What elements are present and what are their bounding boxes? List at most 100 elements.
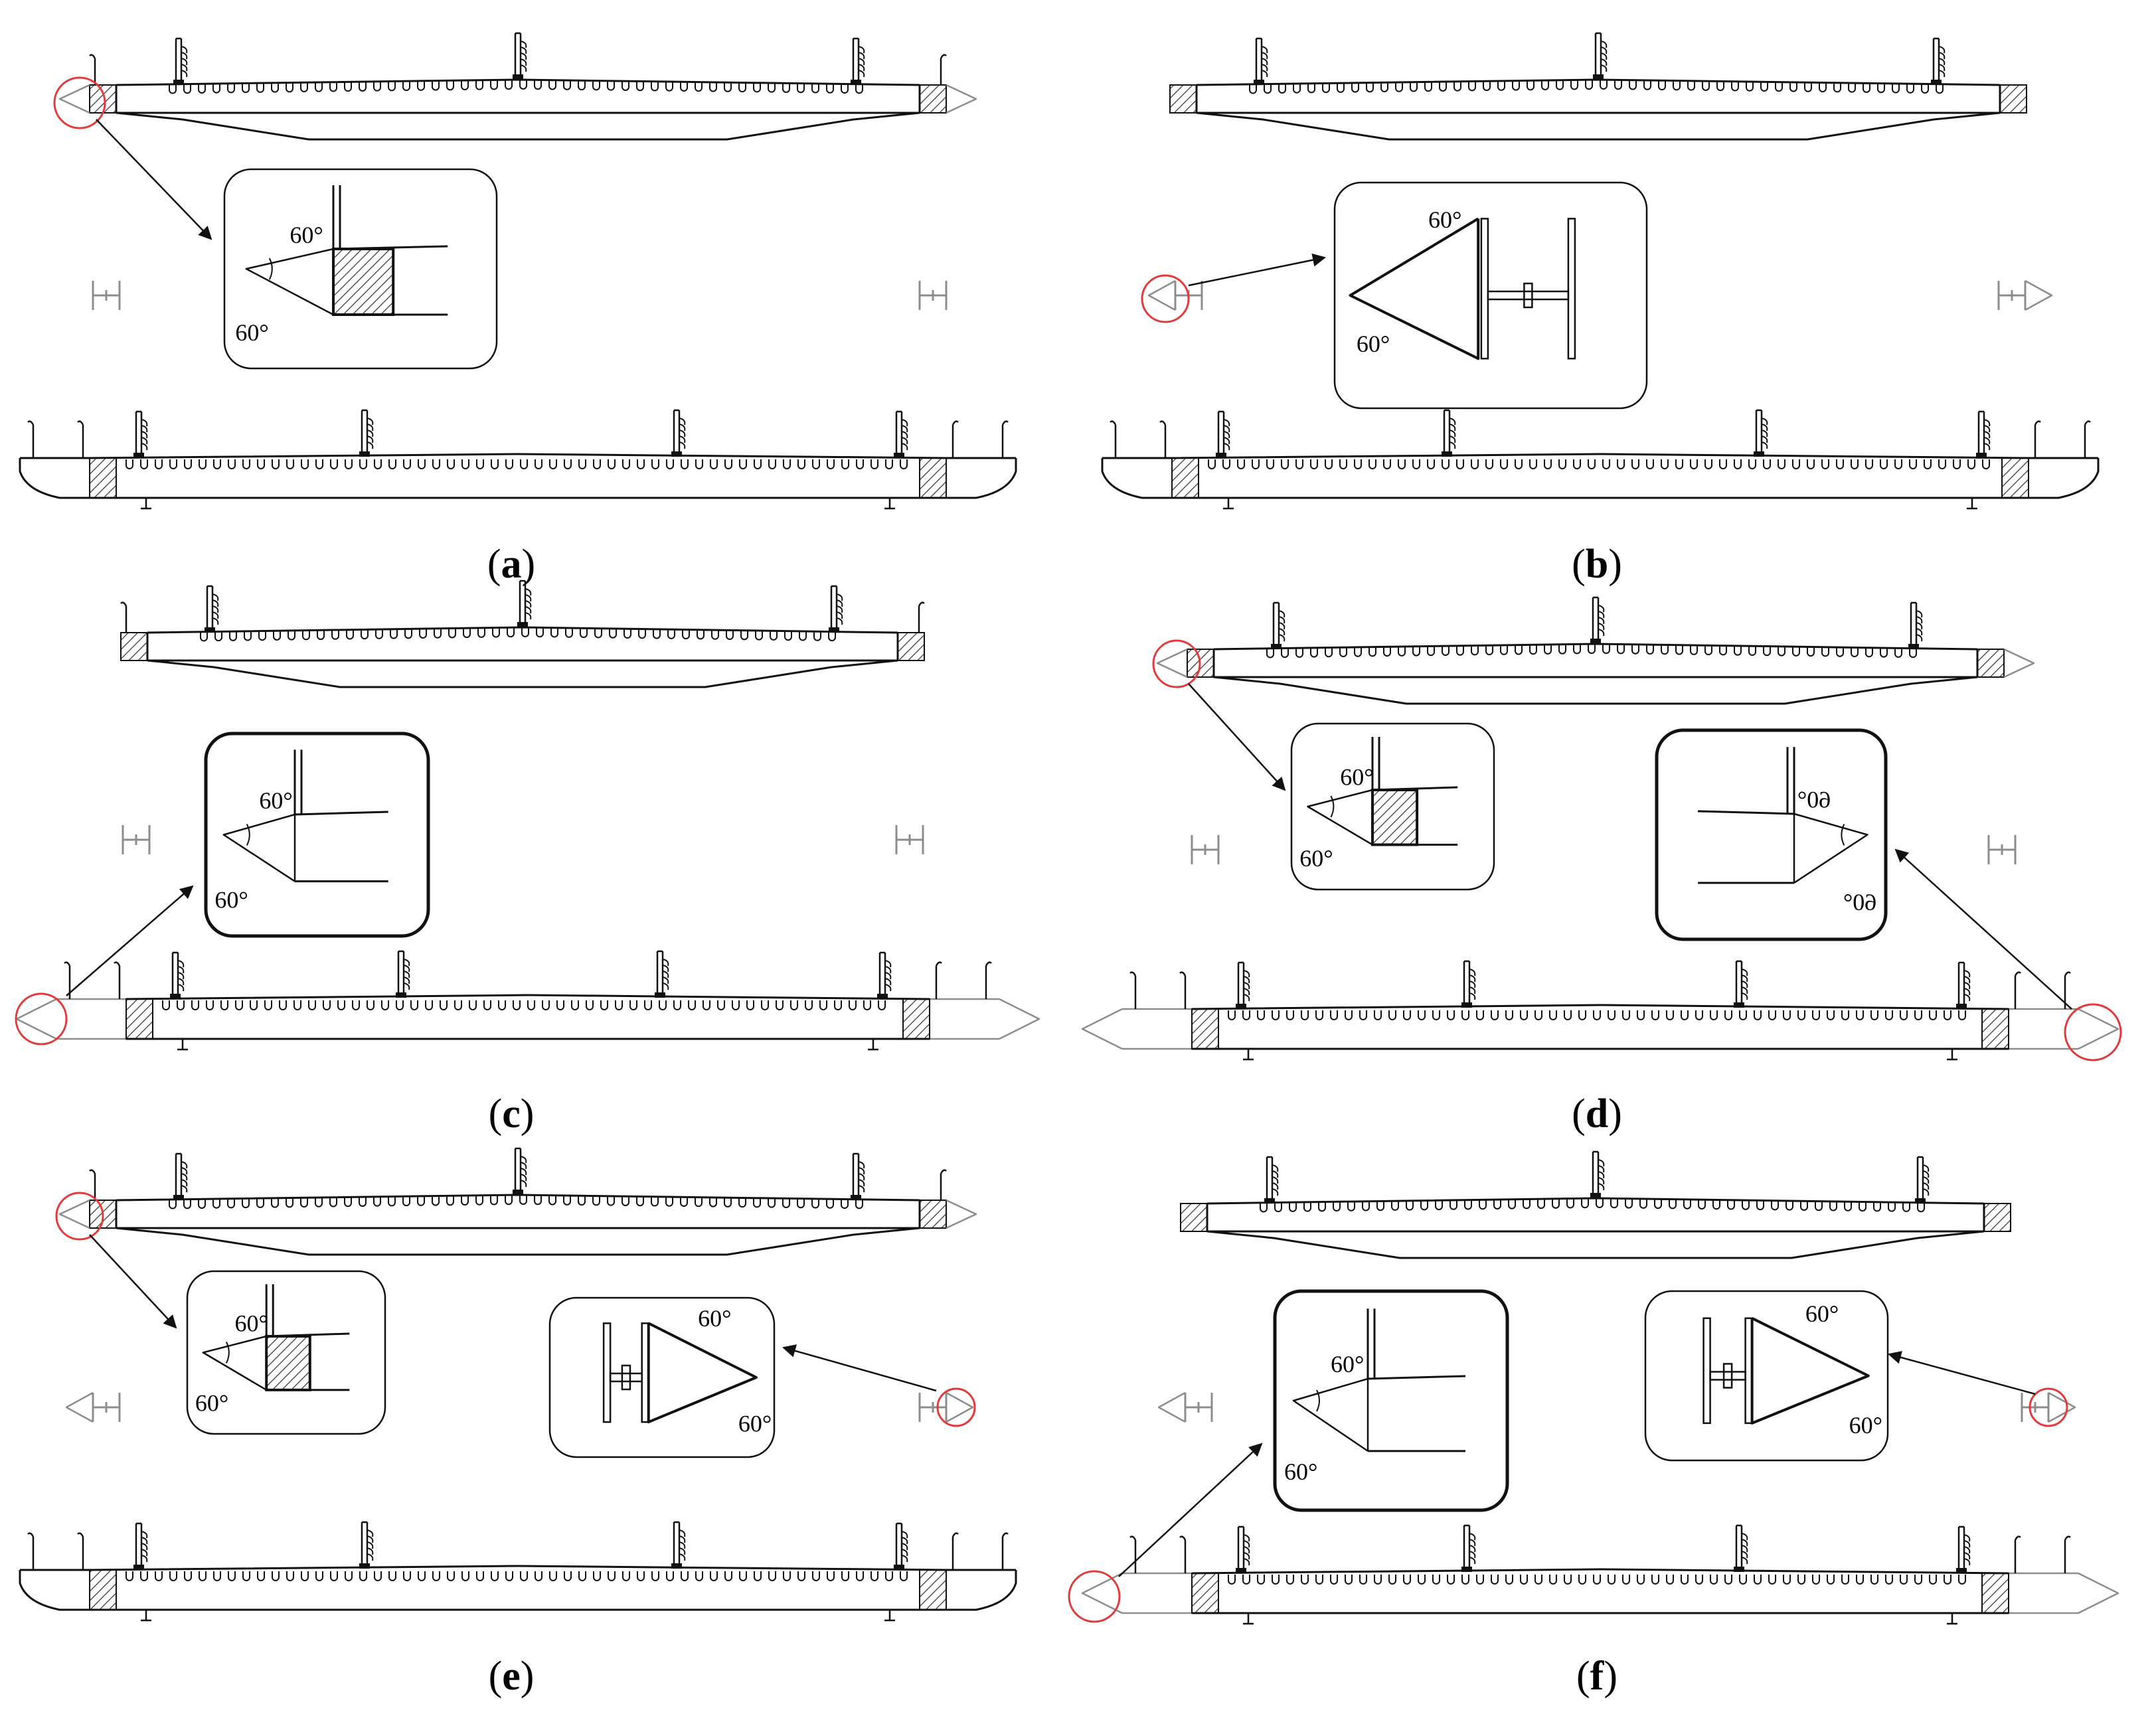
- upper-deck-section: [1156, 596, 2035, 705]
- detail-ibeam-fairing: 60°60°: [1644, 1290, 1889, 1462]
- railing-post: [77, 420, 84, 458]
- lamp-post: [851, 1152, 865, 1200]
- end-block: [1169, 84, 1197, 114]
- right-fairing: [2003, 648, 2035, 678]
- left-cantilever: [1101, 458, 1172, 499]
- deck-top-surface: [1191, 1568, 2009, 1575]
- right-fairing: [946, 84, 977, 114]
- right-fairing: [946, 1199, 977, 1229]
- lamp-post: [1264, 1156, 1279, 1204]
- svg-text:(f): (f): [1576, 1654, 1617, 1699]
- lamp-post: [517, 580, 532, 627]
- right-fairing: [2078, 1008, 2119, 1050]
- deck-top-surface: [1196, 78, 2001, 86]
- callout-arrow: [1188, 683, 1286, 791]
- detail-box: [548, 1296, 776, 1458]
- i-beam-marker: [122, 825, 151, 854]
- lamp-post: [1956, 1525, 1971, 1573]
- deck-ribs: [125, 459, 908, 469]
- angle-label: 60°: [195, 1390, 228, 1417]
- callout-arrow: [96, 119, 212, 240]
- railing-post: [120, 601, 127, 633]
- railing-post: [918, 601, 925, 633]
- deck-ribs: [1260, 1198, 1925, 1213]
- end-block: [1171, 457, 1199, 499]
- deck-top-surface: [116, 1194, 920, 1202]
- highlight-circle: [2064, 1003, 2122, 1061]
- end-block: [897, 632, 925, 661]
- lower-deck-section: [1101, 409, 2100, 510]
- detail-fairing-block: 60°60°: [1290, 722, 1495, 891]
- deck-ribs: [1228, 1575, 1966, 1585]
- end-block: [1981, 1573, 2009, 1614]
- panel-b: 60° 60°: [1101, 32, 2100, 510]
- end-block: [919, 1569, 947, 1610]
- deck-soffit: [116, 1227, 920, 1256]
- deck-ribs: [1228, 1010, 1966, 1020]
- lamp-post: [671, 409, 686, 457]
- lamp-post: [396, 950, 410, 998]
- upper-deck-section: [58, 1147, 977, 1256]
- upper-deck-section: [58, 32, 977, 141]
- deck-soffit: [1213, 676, 1978, 705]
- railing-post: [940, 1169, 947, 1200]
- deck-ribs: [1208, 459, 1990, 469]
- lamp-post: [170, 951, 185, 999]
- angle-label: 60°: [214, 886, 248, 913]
- lamp-post: [1236, 961, 1250, 1009]
- svg-text:(a): (a): [487, 542, 535, 587]
- end-block: [89, 1569, 117, 1610]
- lamp-post: [671, 1521, 686, 1569]
- railing-post: [27, 1532, 35, 1570]
- railing-post: [89, 54, 96, 85]
- svg-text:(d): (d): [1572, 1091, 1622, 1136]
- left-fairing: [58, 1199, 90, 1229]
- railing-post: [985, 961, 992, 999]
- lamp-post: [1956, 961, 1971, 1009]
- railing-post: [2014, 971, 2021, 1009]
- callout-arrow: [1118, 1442, 1263, 1577]
- deck-ribs: [125, 1571, 908, 1581]
- right-fairing: [999, 998, 1040, 1040]
- angle-label: 60°: [1797, 787, 1831, 813]
- railing-post: [2084, 420, 2091, 458]
- angle-label: 60°: [1284, 1458, 1317, 1485]
- i-beam-marker: [1191, 835, 1220, 864]
- end-block: [2001, 457, 2029, 499]
- angle-label: 60°: [1299, 845, 1333, 872]
- end-block: [1977, 649, 2005, 678]
- deck-ribs: [200, 627, 836, 642]
- lower-deck-section: [1081, 1524, 2119, 1625]
- railing-post: [935, 961, 942, 999]
- detail-fairing-mirror: 60°60°: [1655, 728, 1888, 941]
- lamp-post: [205, 585, 219, 633]
- panel-label-f: (f): [1576, 1654, 1617, 1699]
- railing-post: [1110, 420, 1117, 458]
- deck-soffit: [1206, 1230, 1985, 1259]
- highlight-circle: [55, 1192, 104, 1241]
- angle-label: 60°: [1357, 331, 1390, 357]
- lamp-post: [1976, 410, 1991, 458]
- railing-post: [1001, 1532, 1009, 1570]
- lamp-post: [1216, 410, 1230, 458]
- end-block: [919, 1200, 947, 1229]
- lamp-post: [851, 37, 865, 85]
- i-beam-marker: [1987, 835, 2017, 864]
- angle-label: 60°: [1428, 206, 1461, 233]
- i-beam-marker: [2021, 1391, 2076, 1423]
- lamp-post: [133, 410, 148, 458]
- railing-post: [1179, 1535, 1187, 1573]
- detail-fairing-block: 60°60°: [223, 168, 498, 370]
- panel-a: 60°60°: [19, 32, 1017, 510]
- railing-post: [952, 420, 959, 458]
- end-block: [1981, 1008, 2009, 1050]
- deck-top-surface: [125, 994, 930, 1000]
- panel-c: 60°60°: [15, 580, 1040, 1051]
- detail-fairing-block: 60°60°: [204, 732, 430, 938]
- railing-post: [2034, 420, 2041, 458]
- i-beam-marker: [92, 281, 121, 310]
- left-cantilever: [19, 1570, 90, 1611]
- deck-top-surface: [1171, 453, 2029, 459]
- panel-label-d: (d): [1572, 1091, 1622, 1136]
- lamp-post: [1254, 37, 1268, 85]
